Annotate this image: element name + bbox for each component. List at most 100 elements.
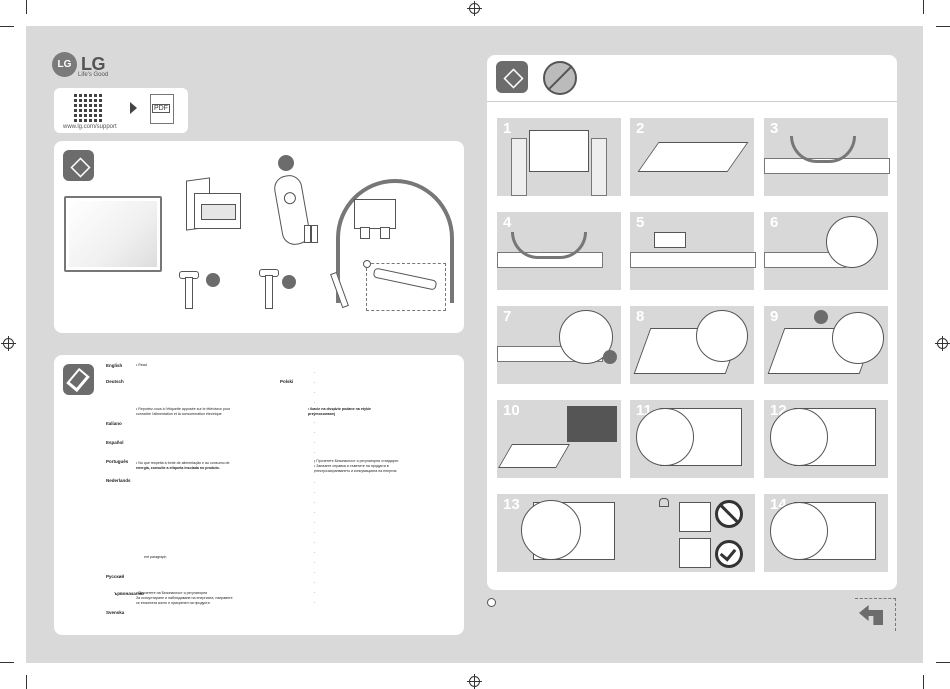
checkmark-box-icon: [63, 364, 94, 395]
battery-icon: [311, 225, 318, 243]
lang-portugues: Português: [106, 459, 129, 464]
person-right-icon: [591, 138, 607, 196]
crop-mark: [26, 0, 27, 14]
lang-bg-label: ървоначално: [114, 591, 145, 596]
tv-flat-on-table-icon: [637, 142, 749, 172]
support-box: www.lg.com/support PDF: [54, 88, 188, 133]
crop-mark: [0, 26, 14, 27]
step-panel: 4: [497, 212, 621, 290]
step-panel: 7: [497, 306, 621, 384]
crop-mark: [923, 0, 924, 14]
registration-mark: [467, 674, 482, 689]
checkmark-stroke: [719, 544, 737, 562]
page-turn-icon: [855, 598, 896, 631]
text-pl-2: przymocowanej: [308, 412, 335, 416]
lg-logo-word: LG: [81, 54, 106, 74]
arrow-right-icon: [130, 102, 137, 114]
step-panel: 12: [764, 400, 888, 478]
step-number: 2: [636, 120, 645, 137]
text-ru-1: • Прочетете Безопасност и регулаторни ст…: [314, 459, 399, 463]
step-number: 5: [636, 214, 645, 231]
languages-panel: English • Read Deutsch Polski • Reportez…: [54, 355, 464, 635]
support-url[interactable]: www.lg.com/support: [63, 124, 117, 130]
stand-body-icon: [354, 199, 396, 229]
lg-logo-mark: LG: [52, 52, 77, 77]
crop-mark: [936, 26, 950, 27]
step-panel: 11: [630, 400, 754, 478]
step-panel: 9: [764, 306, 888, 384]
prohibited-slash: [718, 503, 740, 524]
table-top-icon: [630, 252, 756, 268]
stand-arc-icon: [336, 179, 454, 303]
crop-mark: [26, 675, 27, 689]
step-panel-wide: 13: [497, 494, 755, 572]
text-ru-2: • Запазете справка и съветите на продукт…: [314, 464, 389, 468]
lang-italiano: Italiano: [106, 421, 122, 426]
tv-upright-icon: [567, 406, 617, 442]
registration-mark: [1, 336, 16, 351]
text-fr-2: connaître l'alimentation et la consommat…: [136, 412, 222, 416]
step-panel: 2: [630, 118, 754, 196]
zoom-detail-icon: [770, 502, 828, 560]
text-ro-2: За консултиране и наблюдаване на енергия…: [136, 596, 233, 600]
step-number: 8: [636, 308, 645, 325]
cable-tie-icon: [372, 267, 438, 291]
column-divider: [314, 363, 315, 603]
text-fr-1: • Reportez-vous à l'étiquette apposée su…: [136, 407, 231, 411]
step-number: 1: [503, 120, 512, 137]
text-de-para: ent paragraph: [144, 555, 167, 559]
registration-mark: [935, 336, 950, 351]
page-turn-arrow: [859, 605, 883, 625]
quantity-badge: [282, 275, 296, 289]
zoom-detail-icon: [832, 312, 884, 364]
lg-logo: LG LG: [52, 52, 106, 77]
text-ru-3: електрозахранването и консумацията на ен…: [314, 469, 397, 473]
battery-icon: [304, 225, 311, 243]
person-left-icon: [511, 138, 527, 196]
lang-english: English: [106, 363, 123, 368]
manual-envelope-window: [201, 204, 236, 220]
lang-nederlands: Nederlands: [106, 478, 131, 483]
optional-mark-icon: [487, 598, 496, 607]
stand-body-icon: [654, 232, 686, 248]
lang-espanol: Español: [106, 440, 124, 445]
remote-wheel-icon: [282, 191, 297, 206]
step-number: 7: [503, 308, 512, 325]
lang-svenska: Svenska: [106, 610, 125, 615]
cable-clip-icon: [679, 538, 711, 568]
step-panel: 5: [630, 212, 756, 290]
zoom-detail-icon: [826, 216, 878, 268]
lang-deutsch: Deutsch: [106, 379, 124, 384]
qr-code-pattern: [74, 93, 103, 122]
box-contents-panel: [54, 141, 464, 333]
step-number: 13: [503, 496, 520, 513]
cable-clip-icon: [679, 502, 711, 532]
text-ro-3: се етикетата които е прикрепен на продук…: [136, 601, 210, 605]
text-english: • Read: [136, 363, 147, 367]
step-panel: 6: [764, 212, 888, 290]
zoom-detail-icon: [770, 408, 828, 466]
cleaning-cloth-icon: [496, 61, 528, 93]
text-pl-1: • ikacie na drzędzie podane na etykie: [308, 407, 371, 411]
pdf-label: PDF: [152, 104, 170, 113]
step-panel: 14: [764, 494, 888, 572]
quantity-badge: [814, 310, 828, 324]
screw-shaft-icon: [265, 275, 273, 309]
zoom-detail-icon: [521, 500, 581, 560]
crop-mark: [923, 675, 924, 689]
checkmark-ok-icon: [715, 540, 743, 568]
table-top-icon: [764, 158, 890, 174]
prohibited-icon: [715, 500, 743, 528]
crop-mark: [0, 662, 14, 663]
no-spray-slash: [547, 65, 573, 91]
pdf-document-icon: PDF: [150, 94, 174, 124]
package-box-icon: [63, 150, 94, 181]
quantity-badge: [206, 273, 220, 287]
crop-mark: [936, 662, 950, 663]
step-number: 10: [503, 402, 520, 419]
unlock-icon: [659, 498, 669, 507]
step-number: 3: [770, 120, 779, 137]
stand-leg-icon: [380, 227, 390, 239]
no-spray-icon: [543, 61, 577, 95]
tv-screen: [69, 201, 157, 267]
